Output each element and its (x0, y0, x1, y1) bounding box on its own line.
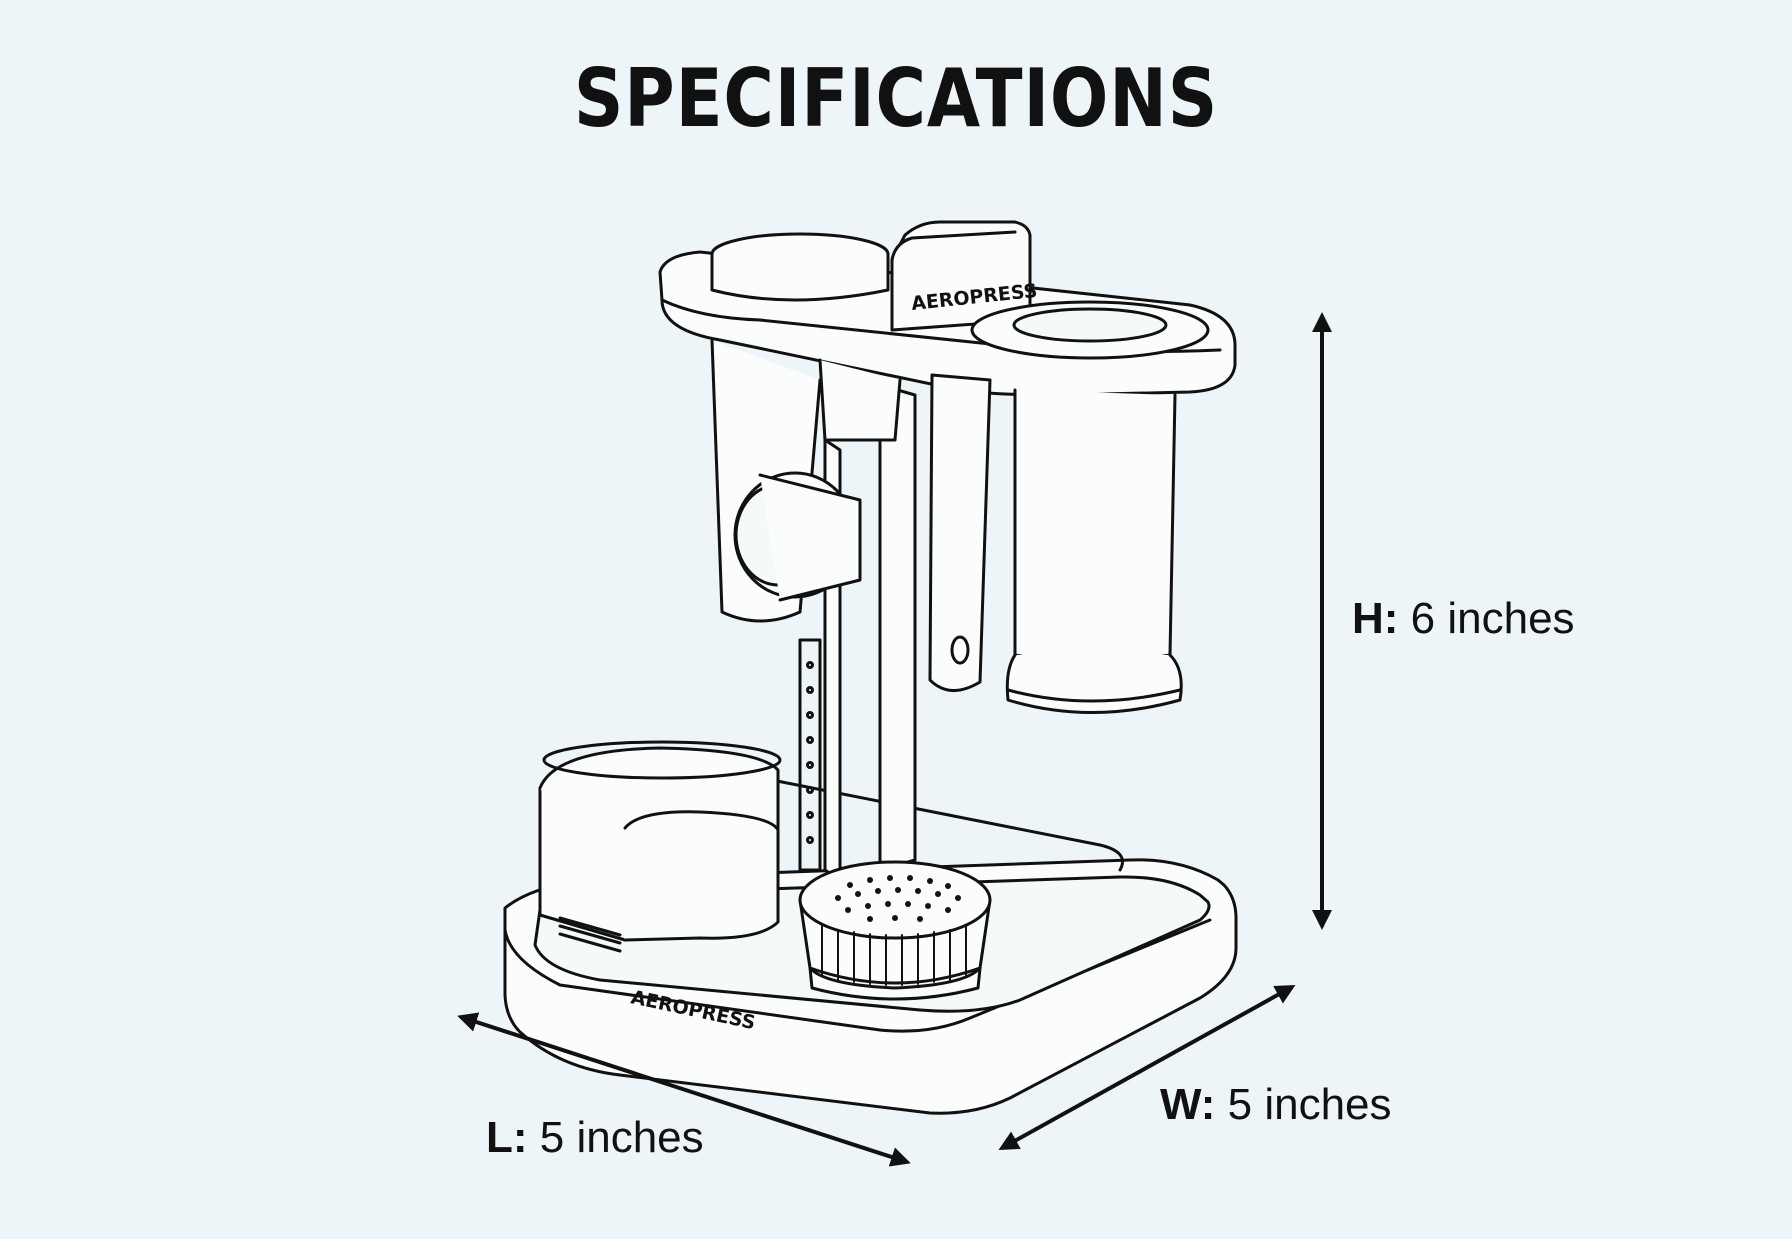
height-label: H: 6 inches (1352, 594, 1575, 644)
filter-cap (798, 860, 992, 1001)
length-key: L: (486, 1113, 528, 1162)
page-title: SPECIFICATIONS (573, 52, 1219, 145)
height-key: H: (1352, 594, 1399, 643)
brand-paddle (890, 220, 1032, 332)
length-label: L: 5 inches (486, 1113, 704, 1163)
filter-holder (538, 740, 782, 953)
brew-chamber (970, 300, 1210, 714)
width-value: 5 inches (1227, 1080, 1392, 1129)
scoop (733, 471, 862, 602)
width-key: W: (1160, 1080, 1216, 1129)
stirrer (928, 373, 992, 692)
width-arrow (998, 985, 1296, 1150)
width-label: W: 5 inches (1160, 1080, 1392, 1130)
length-value: 5 inches (539, 1113, 704, 1162)
length-arrow (457, 1012, 911, 1167)
stand-post (798, 383, 917, 882)
height-value: 6 inches (1410, 594, 1575, 643)
